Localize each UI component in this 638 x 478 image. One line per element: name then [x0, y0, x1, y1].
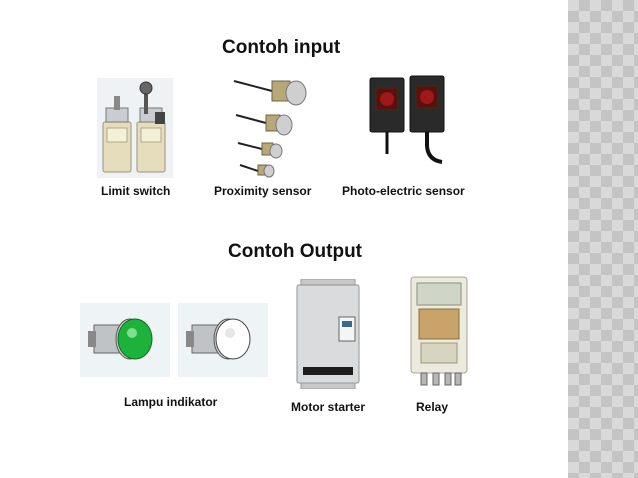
- motor-starter-icon: [295, 279, 361, 389]
- relay-icon: [407, 273, 471, 389]
- input-heading: Contoh input: [222, 37, 341, 58]
- output-heading: Contoh Output: [228, 241, 363, 262]
- motor-starter-label: Motor starter: [291, 400, 366, 414]
- proximity-sensor-label: Proximity sensor: [214, 184, 312, 198]
- proximity-sensor-icon: [232, 73, 312, 181]
- side-pattern-panel: [568, 0, 638, 478]
- limit-switch-label: Limit switch: [101, 184, 171, 198]
- relay-label: Relay: [416, 400, 449, 414]
- photo-electric-sensor-label: Photo-electric sensor: [342, 184, 465, 198]
- slide: Contoh input Limit switch: [80, 37, 471, 414]
- indicator-lamp-icon: [80, 303, 268, 377]
- indicator-lamp-label: Lampu indikator: [124, 395, 218, 409]
- limit-switch-icon: [97, 78, 173, 178]
- photo-electric-sensor-icon: [368, 74, 450, 166]
